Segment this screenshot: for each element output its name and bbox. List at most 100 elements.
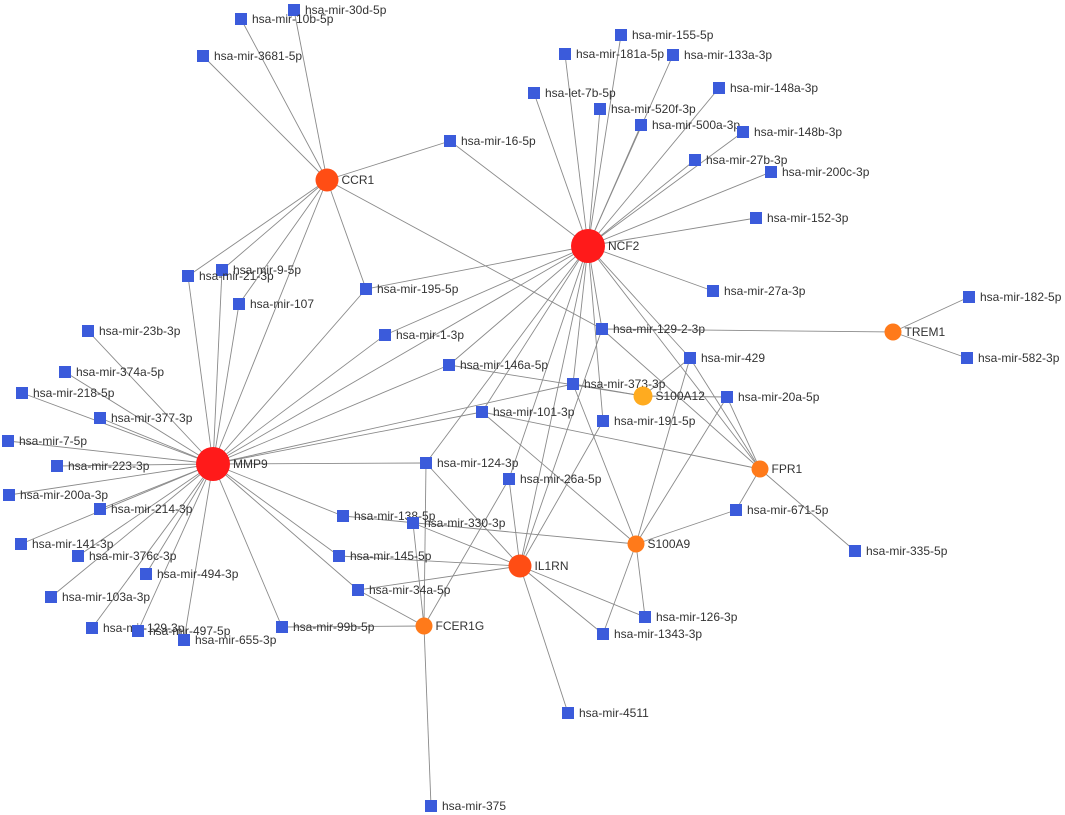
mirna-node[interactable]: hsa-mir-520f-3p — [594, 102, 696, 116]
mirna-node[interactable]: hsa-mir-429 — [684, 351, 765, 365]
mirna-label: hsa-mir-181a-5p — [576, 47, 664, 61]
mirna-node[interactable]: hsa-mir-1-3p — [379, 328, 464, 342]
mirna-node[interactable]: hsa-mir-223-3p — [51, 459, 150, 473]
mirna-node[interactable]: hsa-mir-152-3p — [750, 211, 849, 225]
mirna-square — [94, 412, 106, 424]
mirna-node[interactable]: hsa-mir-582-3p — [961, 351, 1060, 365]
edge-MMP9-mir-145-5p — [212, 463, 340, 557]
edge-S100A9-mir-101-3p — [481, 411, 637, 545]
mirna-node[interactable]: hsa-mir-191-5p — [597, 414, 696, 428]
gene-circle — [315, 168, 339, 192]
mirna-node[interactable]: hsa-mir-21-3p — [182, 269, 274, 283]
gene-node[interactable]: FPR1 — [751, 460, 803, 478]
mirna-node[interactable]: hsa-mir-23b-3p — [82, 324, 181, 338]
mirna-node[interactable]: hsa-mir-138-5p — [337, 509, 436, 523]
mirna-node[interactable]: hsa-mir-181a-5p — [559, 47, 664, 61]
mirna-node[interactable]: hsa-mir-99b-5p — [276, 620, 375, 634]
mirna-label: hsa-mir-124-3p — [437, 456, 519, 470]
mirna-node[interactable]: hsa-mir-500a-3p — [635, 118, 740, 132]
mirna-node[interactable]: hsa-mir-375 — [425, 799, 506, 813]
gene-circle — [508, 554, 532, 578]
mirna-node[interactable]: hsa-mir-26a-5p — [503, 472, 602, 486]
mirna-square — [333, 550, 345, 562]
mirna-node[interactable]: hsa-mir-200a-3p — [3, 488, 108, 502]
gene-node[interactable]: IL1RN — [508, 554, 569, 578]
mirna-node[interactable]: hsa-mir-146a-5p — [443, 358, 548, 372]
mirna-node[interactable]: hsa-mir-373-3p — [567, 377, 666, 391]
mirna-node[interactable]: hsa-mir-9-5p — [216, 263, 301, 277]
mirna-label: hsa-mir-182-5p — [980, 290, 1062, 304]
mirna-label: hsa-mir-10b-5p — [252, 12, 334, 26]
mirna-node[interactable]: hsa-mir-7-5p — [2, 434, 87, 448]
mirna-square — [707, 285, 719, 297]
mirna-node[interactable]: hsa-mir-145-5p — [333, 549, 432, 563]
gene-node[interactable]: S100A9 — [627, 535, 691, 553]
mirna-node[interactable]: hsa-mir-148b-3p — [737, 125, 842, 139]
mirna-node[interactable]: hsa-mir-16-5p — [444, 134, 536, 148]
mirna-label: hsa-mir-330-3p — [424, 516, 506, 530]
mirna-node[interactable]: hsa-mir-195-5p — [360, 282, 459, 296]
mirna-label: hsa-mir-30d-5p — [305, 3, 387, 17]
mirna-node[interactable]: hsa-mir-27a-3p — [707, 284, 806, 298]
edge-MMP9-mir-374a-5p — [64, 371, 214, 465]
mirna-node[interactable]: hsa-mir-133a-3p — [667, 48, 772, 62]
mirna-node[interactable]: hsa-mir-129-2-3p — [596, 322, 705, 336]
mirna-node[interactable]: hsa-mir-10b-5p — [235, 12, 334, 26]
edge-S100A12-mir-20a-5p — [642, 395, 728, 398]
mirna-node[interactable]: hsa-mir-671-5p — [730, 503, 829, 517]
mirna-square — [596, 323, 608, 335]
mirna-label: hsa-mir-7-5p — [19, 434, 87, 448]
mirna-label: hsa-mir-9-5p — [233, 263, 301, 277]
edge-CCR1-mir-21-3p — [187, 179, 328, 277]
edge-FPR1-mir-129-2-3p — [601, 328, 761, 470]
mirna-node[interactable]: hsa-mir-4511 — [562, 706, 649, 720]
mirna-node[interactable]: hsa-mir-330-3p — [407, 516, 506, 530]
mirna-square — [961, 352, 973, 364]
mirna-node[interactable]: hsa-mir-182-5p — [963, 290, 1062, 304]
mirna-label: hsa-mir-20a-5p — [738, 390, 820, 404]
mirna-square — [360, 283, 372, 295]
gene-node[interactable]: FCER1G — [415, 617, 485, 635]
mirna-node[interactable]: hsa-mir-1343-3p — [597, 627, 702, 641]
mirna-node[interactable]: hsa-mir-148a-3p — [713, 81, 818, 95]
edge-S100A12-mir-146a-5p — [448, 364, 644, 397]
gene-label: TREM1 — [905, 325, 946, 339]
gene-node[interactable]: MMP9 — [196, 447, 268, 481]
mirna-node[interactable]: hsa-mir-141-3p — [15, 537, 114, 551]
mirna-square — [276, 621, 288, 633]
edge-MMP9-mir-7-5p — [7, 440, 214, 465]
mirna-node[interactable]: hsa-mir-103a-3p — [45, 590, 150, 604]
mirna-node[interactable]: hsa-mir-497-5p — [132, 624, 231, 638]
mirna-node[interactable]: hsa-mir-155-5p — [615, 28, 714, 42]
gene-label: S100A9 — [648, 537, 691, 551]
mirna-node[interactable]: hsa-mir-494-3p — [140, 567, 239, 581]
mirna-node[interactable]: hsa-mir-107 — [233, 297, 314, 311]
mirna-node[interactable]: hsa-mir-20a-5p — [721, 390, 820, 404]
mirna-node[interactable]: hsa-let-7b-5p — [528, 86, 616, 100]
edge-S100A12-mir-429 — [642, 357, 691, 397]
mirna-node[interactable]: hsa-mir-374a-5p — [59, 365, 164, 379]
mirna-node[interactable]: hsa-mir-101-3p — [476, 405, 575, 419]
mirna-node[interactable]: hsa-mir-124-3p — [420, 456, 519, 470]
mirna-square — [765, 166, 777, 178]
mirna-label: hsa-mir-4511 — [579, 706, 649, 720]
gene-node[interactable]: S100A12 — [633, 386, 706, 406]
mirna-node[interactable]: hsa-mir-377-3p — [94, 411, 193, 425]
gene-node[interactable]: NCF2 — [571, 229, 640, 263]
mirna-node[interactable]: hsa-mir-376c-3p — [72, 549, 177, 563]
mirna-label: hsa-mir-27b-3p — [706, 153, 788, 167]
mirna-square — [503, 473, 515, 485]
mirna-node[interactable]: hsa-mir-218-5p — [16, 386, 115, 400]
mirna-node[interactable]: hsa-mir-3681-5p — [197, 49, 302, 63]
mirna-node[interactable]: hsa-mir-200c-3p — [765, 165, 870, 179]
mirna-node[interactable]: hsa-mir-30d-5p — [288, 3, 387, 17]
mirna-node[interactable]: hsa-mir-126-3p — [639, 610, 738, 624]
mirna-node[interactable]: hsa-mir-34a-5p — [352, 583, 451, 597]
mirna-node[interactable]: hsa-mir-655-3p — [178, 633, 277, 647]
mirna-node[interactable]: hsa-mir-27b-3p — [689, 153, 788, 167]
gene-node[interactable]: TREM1 — [884, 323, 946, 341]
gene-node[interactable]: CCR1 — [315, 168, 375, 192]
mirna-node[interactable]: hsa-mir-335-5p — [849, 544, 948, 558]
mirna-node[interactable]: hsa-mir-214-3p — [94, 502, 193, 516]
